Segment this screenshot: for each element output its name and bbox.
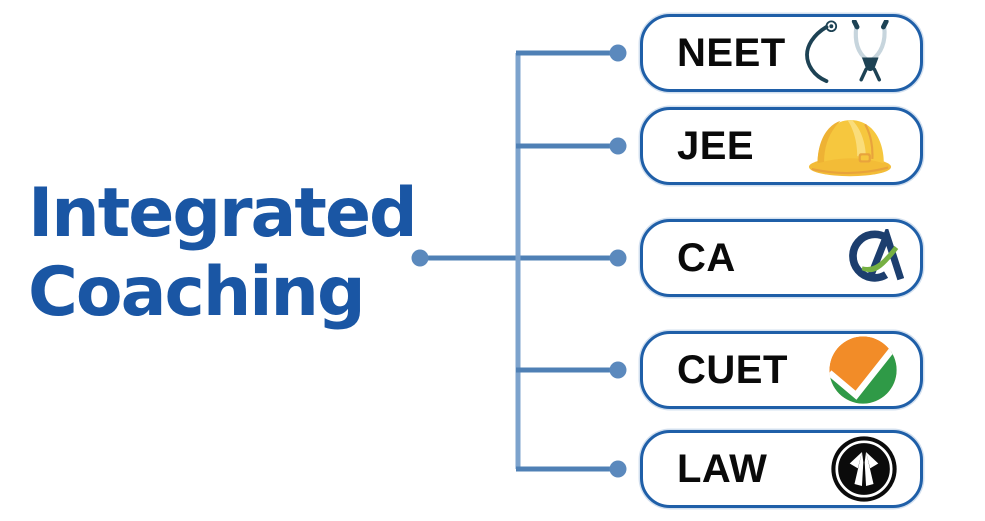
ca-institute-logo-icon xyxy=(840,229,904,287)
course-label: LAW xyxy=(677,446,768,491)
root-node-dot xyxy=(411,249,429,267)
course-box-cuet: CUET xyxy=(640,331,923,409)
course-label: CA xyxy=(677,235,736,280)
branch-dot-neet xyxy=(609,44,627,62)
page-title: Integrated Coaching xyxy=(28,174,418,332)
course-label: JEE xyxy=(677,123,755,168)
stethoscope-icon xyxy=(798,20,898,86)
course-box-jee: JEE xyxy=(640,107,923,185)
course-box-law: LAW xyxy=(640,430,923,508)
branch-dot-law xyxy=(609,460,627,478)
course-box-ca: CA xyxy=(640,219,923,297)
course-label: CUET xyxy=(677,347,788,392)
branch-dot-jee xyxy=(609,137,627,155)
title-line-2: Coaching xyxy=(28,253,366,332)
course-label: NEET xyxy=(677,30,786,75)
title-line-1: Integrated xyxy=(28,174,418,253)
branch-dot-cuet xyxy=(609,361,627,379)
hard-hat-icon xyxy=(802,110,898,182)
advocate-band-icon xyxy=(830,435,898,503)
branch-dot-ca xyxy=(609,249,627,267)
course-box-neet: NEET xyxy=(640,14,923,92)
nta-checkmark-icon xyxy=(828,335,898,405)
